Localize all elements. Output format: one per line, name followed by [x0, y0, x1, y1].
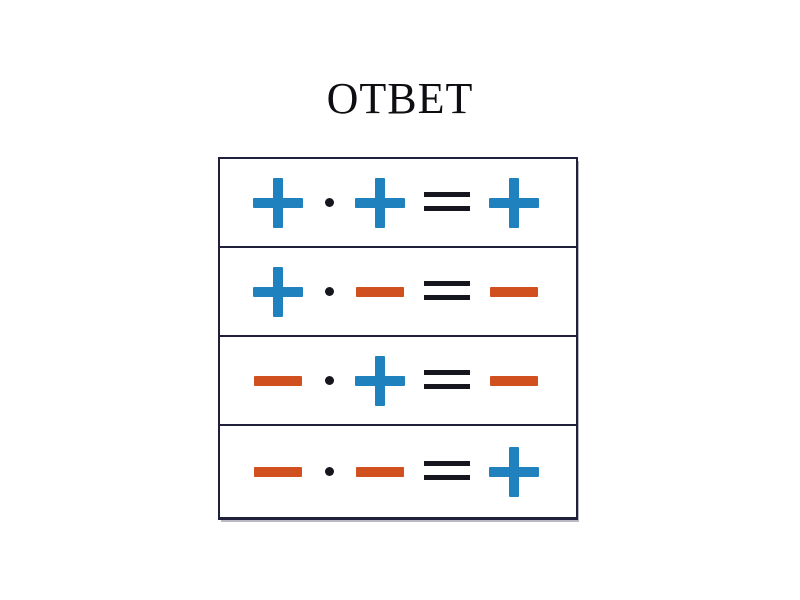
multiplication-dot-icon: [324, 198, 334, 207]
plus-icon: [355, 355, 405, 406]
plus-icon: [253, 177, 303, 228]
equals-icon: [424, 280, 470, 303]
plus-icon: [253, 266, 303, 317]
table-row: [220, 248, 576, 337]
rule-2-left-operand: [244, 262, 312, 322]
rule-3-left-operand: [244, 351, 312, 411]
multiplication-dot-icon: [324, 467, 334, 476]
rule-1-right-operand: [346, 173, 414, 233]
equals-icon: [424, 191, 470, 214]
rule-4-equals-operator: [414, 442, 480, 502]
table-row: [220, 159, 576, 248]
rule-3-right-operand: [346, 351, 414, 411]
rule-3-result: [480, 351, 548, 411]
rule-2-multiply-operator: [312, 262, 346, 322]
rule-1-left-operand: [244, 173, 312, 233]
minus-icon: [254, 375, 302, 386]
page-title: ОТВЕТ: [326, 74, 474, 124]
table-row: [220, 426, 576, 517]
rule-3-multiply-operator: [312, 351, 346, 411]
rule-4-right-operand: [346, 442, 414, 502]
rule-1-equals-operator: [414, 173, 480, 233]
minus-icon: [254, 466, 302, 477]
plus-icon: [355, 177, 405, 228]
rule-3-equals-operator: [414, 351, 480, 411]
minus-icon: [490, 375, 538, 386]
rule-1-multiply-operator: [312, 173, 346, 233]
rule-2-result: [480, 262, 548, 322]
minus-icon: [490, 286, 538, 297]
minus-icon: [356, 466, 404, 477]
rule-2-equals-operator: [414, 262, 480, 322]
multiplication-dot-icon: [324, 287, 334, 296]
rule-4-result: [480, 442, 548, 502]
rule-1-result: [480, 173, 548, 233]
equals-icon: [424, 369, 470, 392]
rule-2-right-operand: [346, 262, 414, 322]
multiplication-dot-icon: [324, 376, 334, 385]
sign-rules-table: [218, 157, 578, 520]
equals-icon: [424, 460, 470, 483]
table-row: [220, 337, 576, 426]
minus-icon: [356, 286, 404, 297]
rule-4-left-operand: [244, 442, 312, 502]
plus-icon: [489, 446, 539, 497]
plus-icon: [489, 177, 539, 228]
rule-4-multiply-operator: [312, 442, 346, 502]
